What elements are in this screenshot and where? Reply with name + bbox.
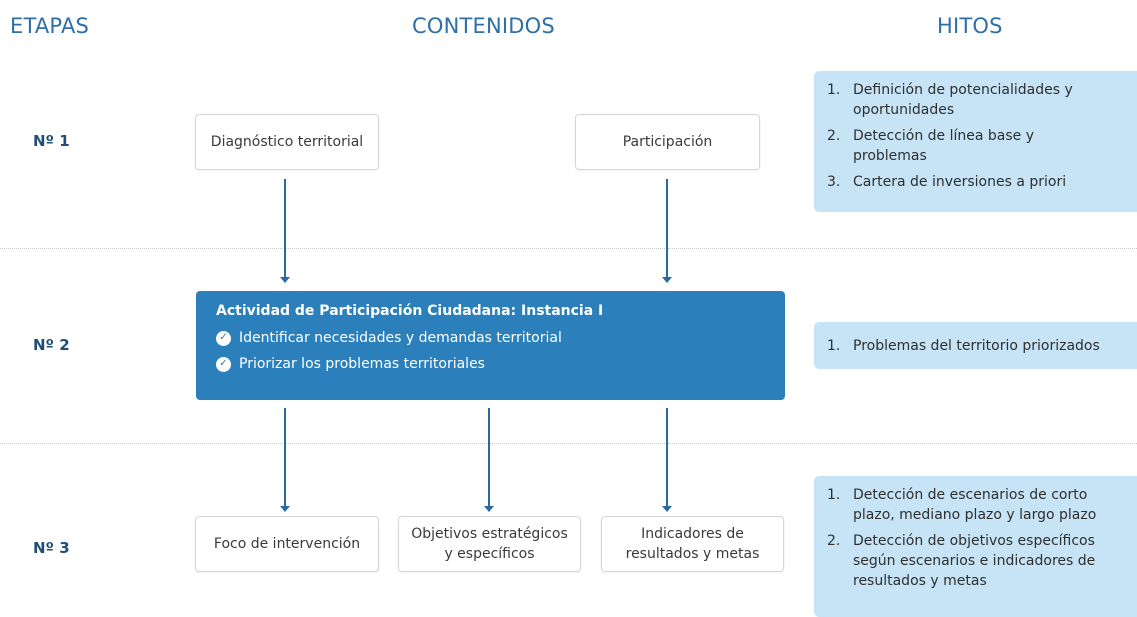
arrow-down-icon [279,408,291,512]
hitos-panel-stage-2: 1. Problemas del territorio priorizados [814,322,1137,369]
hito-line: Detección de línea base y [853,128,1035,144]
list-item-label: Priorizar los problemas territoriales [239,356,485,372]
check-circle-icon: ✓ [216,330,231,346]
hito-item: 2. Detección de objetivos específicos seg… [827,531,1127,591]
box-objetivos: Objetivos estratégicos y específicos [398,516,581,572]
box-objetivos-line-2: y específicos [444,546,535,562]
box-participacion: Participación [575,114,760,170]
stage-1-label: Nº 1 [33,132,70,150]
hito-number: 1. [827,82,841,98]
box-participacion-label: Participación [622,134,713,150]
box-indicadores: Indicadores de resultados y metas [601,516,784,572]
separator-1 [0,248,1137,249]
hitos-panel-stage-3: 1. Detección de escenarios de corto plazo… [814,476,1137,617]
hito-line: Detección de escenarios de corto [853,487,1088,503]
hito-number: 1. [827,487,841,503]
participation-activity-panel: Actividad de Participación Ciudadana: In… [196,291,785,400]
list-item: ✓ Identificar necesidades y demandas ter… [216,325,785,351]
hito-number: 1. [827,338,841,354]
list-item: ✓ Priorizar los problemas territoriales [216,351,785,377]
hito-line: plazo, mediano plazo y largo plazo [853,507,1097,523]
arrow-down-icon [661,408,673,512]
hito-line: oportunidades [853,102,955,118]
arrow-down-icon [661,179,673,283]
hito-line: problemas [853,148,927,164]
hito-item: 1. Definición de potencialidades y oportu… [827,80,1127,120]
hito-number: 2. [827,128,841,144]
hitos-panel-stage-1: 1. Definición de potencialidades y oportu… [814,71,1137,212]
hito-number: 3. [827,174,841,190]
hito-item: 3. Cartera de inversiones a priori [827,172,1127,192]
stage-3-label: Nº 3 [33,539,70,557]
box-diagnostico-territorial: Diagnóstico territorial [195,114,379,170]
box-objetivos-line-1: Objetivos estratégicos [411,526,568,542]
box-indicadores-line-1: Indicadores de [641,526,744,542]
arrow-down-icon [279,179,291,283]
hito-item: 1. Problemas del territorio priorizados [827,336,1127,356]
list-item-label: Identificar necesidades y demandas terri… [239,330,562,346]
box-foco-intervencion: Foco de intervención [195,516,379,572]
box-diagnostico-label: Diagnóstico territorial [210,134,364,150]
hito-line: Definición de potencialidades y [853,82,1073,98]
arrow-down-icon [483,408,495,512]
check-circle-icon: ✓ [216,356,231,372]
stage-2-label: Nº 2 [33,336,70,354]
header-etapas: ETAPAS [10,14,90,38]
hito-line: resultados y metas [853,573,987,589]
hito-item: 2. Detección de línea base y problemas [827,126,1127,166]
header-hitos: HITOS [937,14,1003,38]
hito-line: según escenarios e indicadores de [853,553,1096,569]
hito-line: Detección de objetivos específicos [853,533,1095,549]
box-foco-label: Foco de intervención [213,536,361,552]
hito-line: Cartera de inversiones a priori [853,174,1067,190]
box-indicadores-line-2: resultados y metas [625,546,760,562]
header-contenidos: CONTENIDOS [412,14,555,38]
hito-item: 1. Detección de escenarios de corto plazo… [827,485,1127,525]
panel-title: Actividad de Participación Ciudadana: In… [216,303,604,319]
hito-line: Problemas del territorio priorizados [853,338,1100,354]
hito-number: 2. [827,533,841,549]
separator-2 [0,443,1137,444]
